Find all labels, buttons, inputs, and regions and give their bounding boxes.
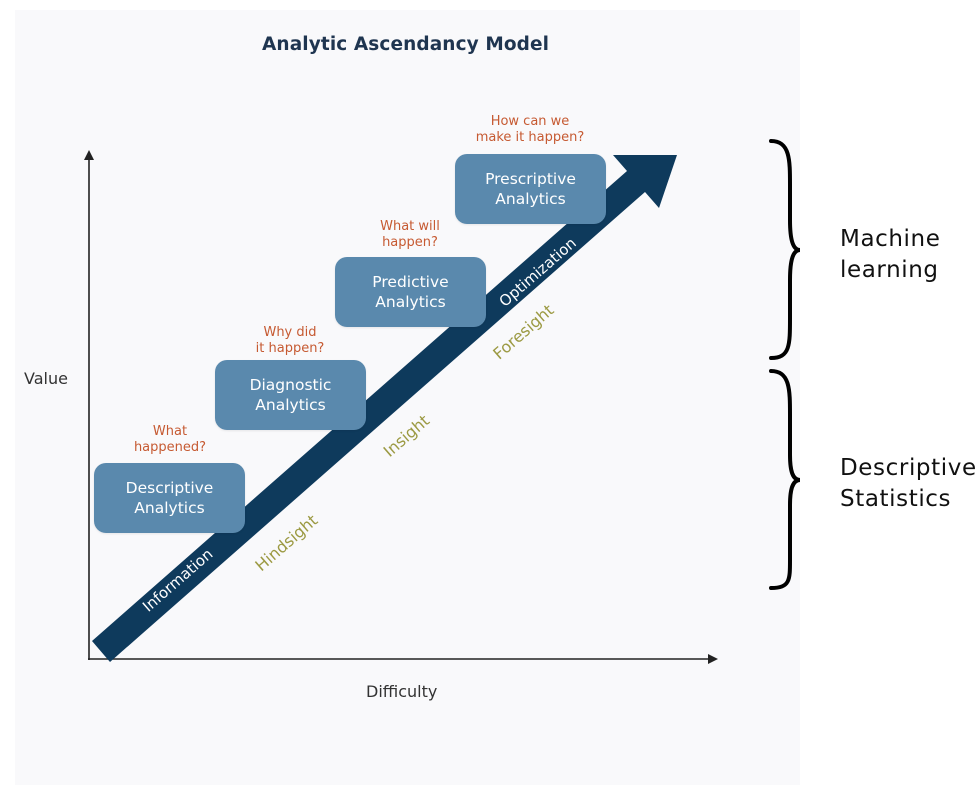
- question-how-can-we-make-it-happen: How can we make it happen?: [475, 114, 585, 145]
- question-why-did-it-happen: Why did it happen?: [255, 325, 325, 356]
- stage-label: Diagnostic Analytics: [249, 376, 332, 414]
- lower-curly-brace: [769, 369, 801, 590]
- diagram-title: Analytic Ascendancy Model: [262, 34, 550, 55]
- upper-curly-brace: [769, 139, 801, 360]
- stage-descriptive-analytics: Descriptive Analytics: [94, 463, 245, 533]
- arrow-term-optimization: Optimization: [496, 234, 580, 311]
- stage-label: Descriptive Analytics: [125, 479, 214, 517]
- y-axis-label: Value: [24, 369, 68, 388]
- ascendancy-arrow: [92, 155, 677, 662]
- bracket-label-machine-learning: Machine learning: [840, 226, 941, 283]
- stage-predictive-analytics: Predictive Analytics: [335, 257, 486, 327]
- outcome-term-insight: Insight: [380, 411, 433, 461]
- x-axis-label: Difficulty: [366, 682, 438, 701]
- stage-prescriptive-analytics: Prescriptive Analytics: [455, 154, 606, 224]
- arrow-term-information: Information: [139, 545, 216, 616]
- stage-label: Prescriptive Analytics: [485, 170, 576, 208]
- stage-label: Predictive Analytics: [372, 273, 449, 311]
- stage-diagnostic-analytics: Diagnostic Analytics: [215, 360, 366, 430]
- question-what-happened: What happened?: [133, 424, 207, 455]
- bracket-label-descriptive-statistics: Descriptive Statistics: [840, 455, 977, 512]
- question-what-will-happen: What will happen?: [380, 219, 440, 250]
